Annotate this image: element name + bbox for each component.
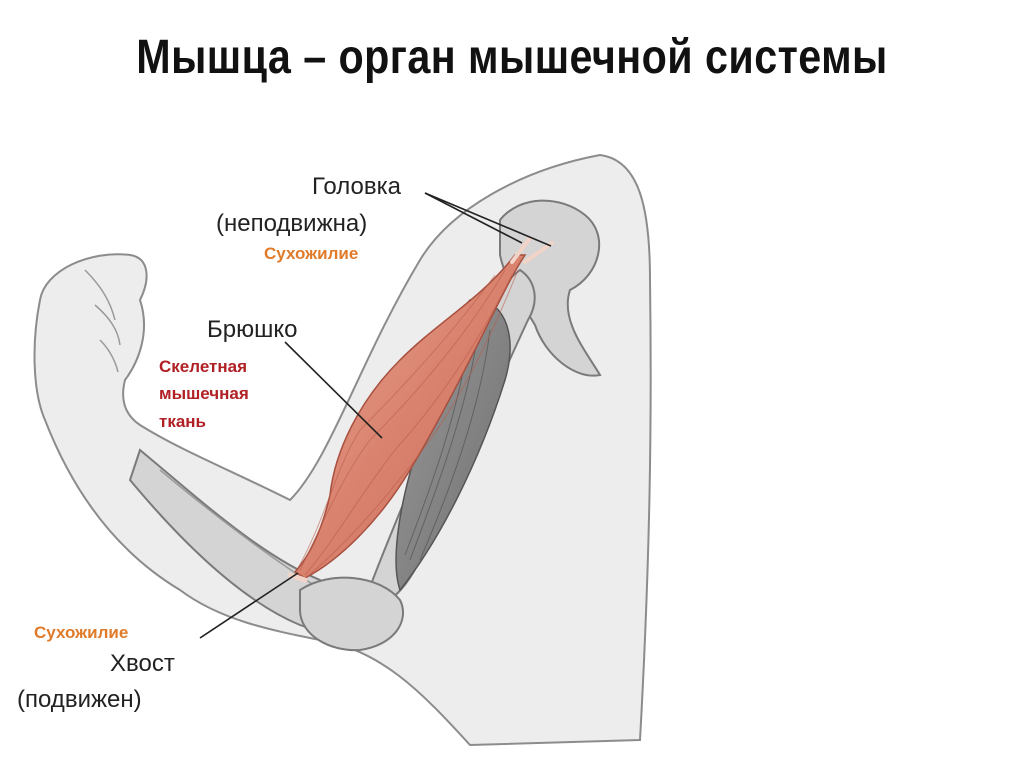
bottom-tendon-label: Сухожилие	[34, 623, 129, 642]
tissue-label-line3: ткань	[159, 412, 207, 431]
belly-label: Брюшко	[207, 316, 298, 343]
fist-detail	[84, 269, 121, 373]
top-tendon-label: Сухожилие	[264, 244, 359, 263]
top-tendons	[510, 236, 554, 264]
head-label: Головка	[312, 173, 401, 200]
biceps-belly	[293, 254, 527, 579]
tail-label: Хвост	[110, 650, 175, 677]
tissue-label-line2: мышечная	[159, 384, 249, 403]
tail-state-label: (подвижен)	[17, 686, 142, 713]
leader-lines	[199, 192, 552, 639]
tissue-label-line1: Скелетная	[159, 357, 248, 376]
head-state-label: (неподвижна)	[216, 210, 368, 237]
muscle-fibers	[297, 269, 519, 577]
elbow-joint	[299, 576, 405, 652]
page-title: Мышца – орган мышечной системы	[136, 31, 888, 84]
